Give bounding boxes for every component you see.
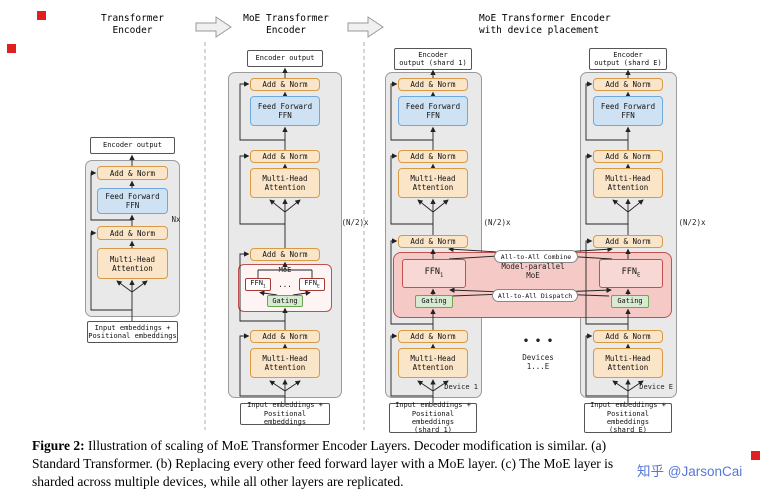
multi-head-attention-box: Multi-Head Attention (593, 168, 663, 198)
experts-ellipsis: ... (278, 280, 292, 289)
caption-line-1: Figure 2: Illustration of scaling of MoE… (32, 438, 607, 453)
red-marker (751, 451, 760, 460)
input-embeddings-box-b: Input embeddings + Positional embeddings (240, 401, 330, 426)
title-moe-transformer: MoE Transformer Encoder (243, 13, 329, 36)
add-norm-box: Add & Norm (593, 235, 663, 248)
add-norm-box: Add & Norm (250, 248, 320, 261)
device-E-label: Device E (639, 383, 673, 391)
repeat-label-n2x: (N/2)x (678, 218, 706, 227)
caption-line-2: Standard Transformer. (b) Replacing ever… (32, 455, 614, 471)
transition-arrow-icon (195, 16, 232, 38)
add-norm-box: Add & Norm (97, 166, 168, 180)
ffn-shard-1-box: FFN1 (402, 259, 466, 288)
add-norm-box: Add & Norm (250, 150, 320, 163)
encoder-output-box-a: Encoder output (90, 137, 175, 154)
add-norm-box: Add & Norm (593, 78, 663, 91)
gating-box: Gating (267, 295, 303, 307)
multi-head-attention-box: Multi-Head Attention (250, 348, 320, 378)
encoder-output-box-shard1: Encoder output (shard 1) (394, 48, 472, 70)
feed-forward-box: Feed Forward FFN (593, 96, 663, 126)
encoder-output-box-b: Encoder output (247, 50, 323, 67)
gating-box: Gating (415, 295, 453, 308)
multi-head-attention-box: Multi-Head Attention (398, 348, 468, 378)
devices-range-label: Devices 1...E (522, 353, 554, 372)
feed-forward-box: Feed Forward FFN (398, 96, 468, 126)
all-to-all-dispatch-label: All-to-All Dispatch (492, 289, 578, 302)
encoder-output-box-shardE: Encoder output (shard E) (589, 48, 667, 70)
repeat-label-n2x: (N/2)x (483, 218, 511, 227)
ffn-shard-E-label: FFNE (621, 267, 641, 280)
multi-head-attention-box: Multi-Head Attention (398, 168, 468, 198)
gating-box: Gating (611, 295, 649, 308)
input-embeddings-box-shardE: Input embeddings + Positional embeddings… (584, 401, 672, 434)
devices-ellipsis: • • • (522, 336, 554, 347)
red-marker (37, 11, 46, 20)
multi-head-attention-box: Multi-Head Attention (97, 248, 168, 279)
repeat-label-nx: Nx (171, 215, 181, 224)
ffn-expert-E-box: FFNE (299, 278, 325, 291)
add-norm-box: Add & Norm (250, 330, 320, 343)
ffn-expert-1-label: FFN1 (250, 279, 266, 290)
feed-forward-box: Feed Forward FFN (97, 188, 168, 214)
ffn-expert-1-box: FFN1 (245, 278, 271, 291)
title-standard-transformer: Transformer Encoder (101, 13, 164, 36)
model-parallel-moe-label: Model-parallel MoE (501, 262, 565, 281)
caption-figure-number: Figure 2: (32, 438, 85, 453)
input-embeddings-box-shard1: Input embeddings + Positional embeddings… (389, 401, 477, 434)
transition-arrow-icon (347, 16, 384, 38)
add-norm-box: Add & Norm (97, 226, 168, 240)
feed-forward-box: Feed Forward FFN (250, 96, 320, 126)
multi-head-attention-box: Multi-Head Attention (250, 168, 320, 198)
figure-caption: Figure 2: Illustration of scaling of MoE… (32, 437, 748, 490)
title-moe-device-placement: MoE Transformer Encoder with device plac… (479, 13, 611, 36)
repeat-label-n2x: (N/2)x (341, 218, 369, 227)
input-embeddings-box-a: Input embeddings + Positional embeddings (87, 321, 178, 343)
red-marker (7, 44, 16, 53)
multi-head-attention-box: Multi-Head Attention (593, 348, 663, 378)
add-norm-box: Add & Norm (250, 78, 320, 91)
ffn-shard-E-box: FFNE (599, 259, 663, 288)
ffn-shard-1-label: FFN1 (424, 267, 444, 280)
add-norm-box: Add & Norm (593, 150, 663, 163)
add-norm-box: Add & Norm (398, 78, 468, 91)
add-norm-box: Add & Norm (398, 235, 468, 248)
all-to-all-combine-label: All-to-All Combine (494, 250, 578, 263)
add-norm-box: Add & Norm (593, 330, 663, 343)
moe-label: MoE (278, 266, 292, 274)
add-norm-box: Add & Norm (398, 330, 468, 343)
add-norm-box: Add & Norm (398, 150, 468, 163)
caption-line-3: sharded across multiple devices, while a… (32, 473, 404, 489)
watermark: 知乎 @JarsonCai (637, 464, 743, 479)
device-1-label: Device 1 (444, 383, 478, 391)
ffn-expert-E-label: FFNE (304, 279, 320, 290)
